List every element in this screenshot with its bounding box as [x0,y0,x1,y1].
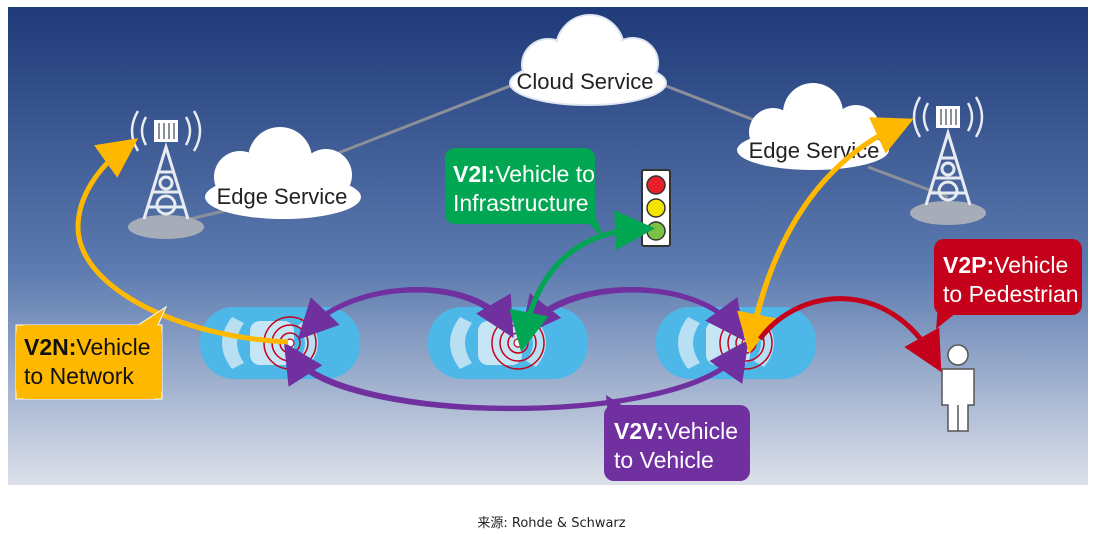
source-caption: 来源: Rohde & Schwarz [477,516,626,531]
edge-service-left-label: Edge Service [217,184,348,209]
v2i-arrow [509,210,655,352]
v2p-callout: V2P:Vehicle to Pedestrian [934,239,1082,329]
v2n-label-rest: Vehicle [76,334,150,360]
traffic-light-icon [641,169,671,247]
v2i-label-line2: Infrastructure [453,190,589,216]
v2v-label-rest: Vehicle [664,418,738,444]
v2i-label-rest: Vehicle to [495,161,595,187]
cloud-service-cloud: Cloud Service [509,14,667,106]
v2i-callout: V2I:Vehicle to Infrastructure [445,148,604,239]
v2n-label-line2: to Network [24,363,134,389]
svg-text:V2I:Vehicle to: V2I:Vehicle to [453,161,595,187]
edge-service-cloud-left: Edge Service [205,127,361,219]
pedestrian-icon [941,344,975,432]
v2i-label-bold: V2I: [453,161,495,187]
v2n-label-bold: V2N: [24,334,76,360]
cell-tower-icon [128,110,204,239]
v2v-label-bold: V2V: [614,418,664,444]
v2v-arrows [283,287,749,412]
v2v-label-line2: to Vehicle [614,447,714,473]
v2n-arrows [75,117,914,354]
v2n-callout: V2N:Vehicle to Network [15,305,168,400]
svg-text:V2N:Vehicle: V2N:Vehicle [24,334,151,360]
v2p-label-line2: to Pedestrian [943,281,1079,307]
v2v-callout: V2V:Vehicle to Vehicle [604,395,750,481]
v2p-label-rest: Vehicle [994,252,1068,278]
cell-tower-icon [910,96,986,225]
car-icon [428,307,588,379]
car-icon [656,307,816,379]
v2x-diagram: Cloud Service Edge Service Edge Service [8,7,1088,485]
svg-text:V2V:Vehicle: V2V:Vehicle [614,418,738,444]
cloud-service-label: Cloud Service [517,69,654,94]
v2p-arrow [757,296,942,373]
svg-text:V2P:Vehicle: V2P:Vehicle [943,252,1068,278]
v2p-label-bold: V2P: [943,252,994,278]
